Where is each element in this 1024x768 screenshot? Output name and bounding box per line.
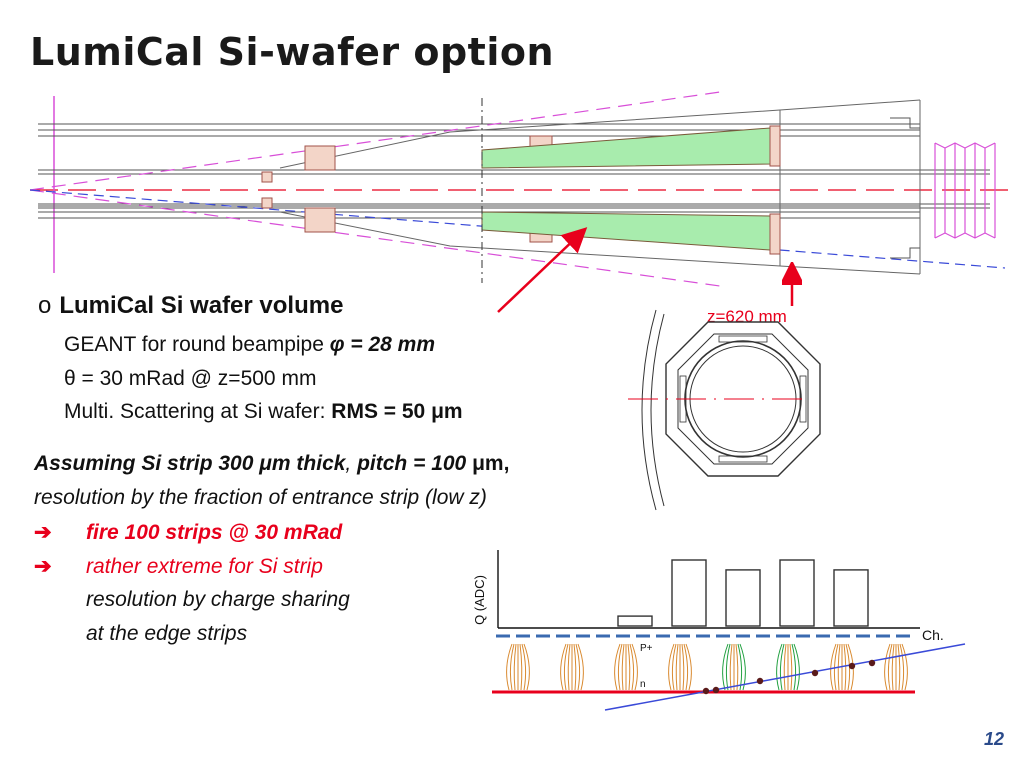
pointer-arrow — [497, 227, 588, 313]
charge-dot — [848, 662, 856, 670]
charge-bar — [779, 559, 815, 627]
charge-bar — [725, 569, 761, 627]
charge-dot — [712, 686, 720, 694]
rms-value: RMS = 50 μm — [331, 400, 463, 423]
assumption-line-1: Assuming Si strip 300 μm thick, pitch = … — [34, 452, 510, 475]
charge-dot — [811, 669, 819, 677]
xlabel: Ch. — [922, 627, 944, 643]
bullet-heading: o LumiCal Si wafer volume — [38, 292, 343, 320]
page-number: 12 — [983, 729, 1004, 749]
strip — [560, 643, 584, 691]
conclusion-item-3: resolution by charge sharing — [86, 588, 350, 611]
track-dots — [702, 659, 876, 695]
charge-dot — [702, 687, 710, 695]
strip — [722, 643, 746, 691]
lumical-upper-volume — [481, 127, 771, 169]
charge-dot — [868, 659, 876, 667]
strip-array — [506, 643, 908, 691]
label-n: n — [640, 679, 646, 690]
lumical-cross-section-diagram — [30, 91, 1010, 287]
z-position-label: z=620 mm — [707, 307, 787, 326]
strip — [668, 643, 692, 691]
charge-bar — [617, 615, 653, 627]
conclusion-item-4: at the edge strips — [86, 622, 248, 645]
strip — [614, 643, 638, 691]
charge-dot — [756, 677, 764, 685]
phi-value: φ = 28 mm — [329, 333, 436, 356]
charge-bars — [617, 559, 869, 627]
bullet-marker: o — [38, 292, 52, 319]
theta-line: θ = 30 mRad @ z=500 mm — [64, 367, 317, 390]
bullet-heading-text: LumiCal Si wafer volume — [59, 292, 344, 319]
conclusion-item-2: ➔rather extreme for Si strip — [34, 555, 323, 578]
slide-title: LumiCal Si-wafer option — [30, 30, 555, 74]
beampipe-line: GEANT for round beampipe φ = 28 mm — [64, 333, 436, 356]
charge-bar — [671, 559, 707, 627]
scattering-line: Multi. Scattering at Si wafer: RMS = 50 … — [64, 400, 463, 423]
strip — [776, 643, 800, 691]
ylabel: Q (ADC) — [472, 575, 487, 625]
label-p: P+ — [640, 643, 653, 654]
charge-bar — [833, 569, 869, 627]
z-arrow — [782, 262, 802, 306]
strip-readout-diagram: Q (ADC) Ch. P+ n — [472, 550, 966, 711]
right-arrow-icon: ➔ — [34, 555, 52, 578]
right-arrow-icon: ➔ — [34, 521, 52, 544]
strip — [506, 643, 530, 691]
assumption-line-2: resolution by the fraction of entrance s… — [34, 486, 487, 509]
octagon-cross-section — [628, 309, 821, 511]
strip — [884, 643, 908, 691]
conclusion-item-1: ➔fire 100 strips @ 30 mRad — [34, 521, 343, 544]
